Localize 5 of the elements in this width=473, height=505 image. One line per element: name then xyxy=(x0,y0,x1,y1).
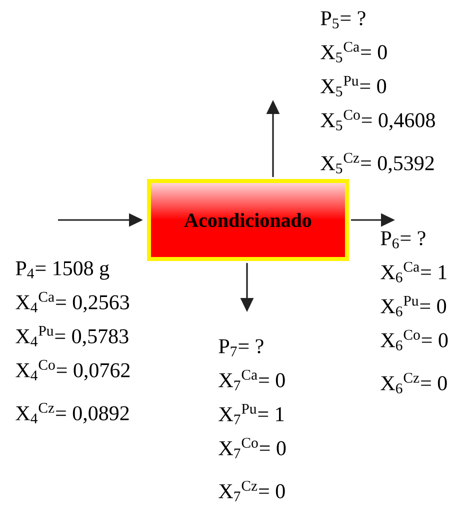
stream-label: P$_{6}$= ? X$_{6}$$^{Ca}$= 1 X$_{6}$$^{Pu}$= 0 X$_{6}$$^{Co}$= 0 X$_{6}$$^{Cz}$= 0 xyxy=(380,231,448,394)
stream-label: P$_{7}$= ? X$_{7}$$^{Ca}$= 0 X$_{7}$$^{Pu}$= 1 X$_{7}$$^{Co}$= 0 X$_{7}$$^{Cz}$= 0 xyxy=(218,339,286,502)
process-box: Acondicionado xyxy=(147,179,349,261)
stream-label: P$_{4}$= 1508 g X$_{4}$$^{Ca}$= 0,2563 X$_{4}$$^{Pu}$= 0,5783 X$_{4}$$^{Co}$= 0,0762 X$_{4}$$^{Cz}$= 0,0892 xyxy=(16,261,130,424)
stream-label: P$_{5}$= ? X$_{5}$$^{Ca}$= 0 X$_{5}$$^{Pu}$= 0 X$_{5}$$^{Co}$= 0,4608 X$_{5}$$^{Cz}$= 0,5392 xyxy=(320,11,435,174)
